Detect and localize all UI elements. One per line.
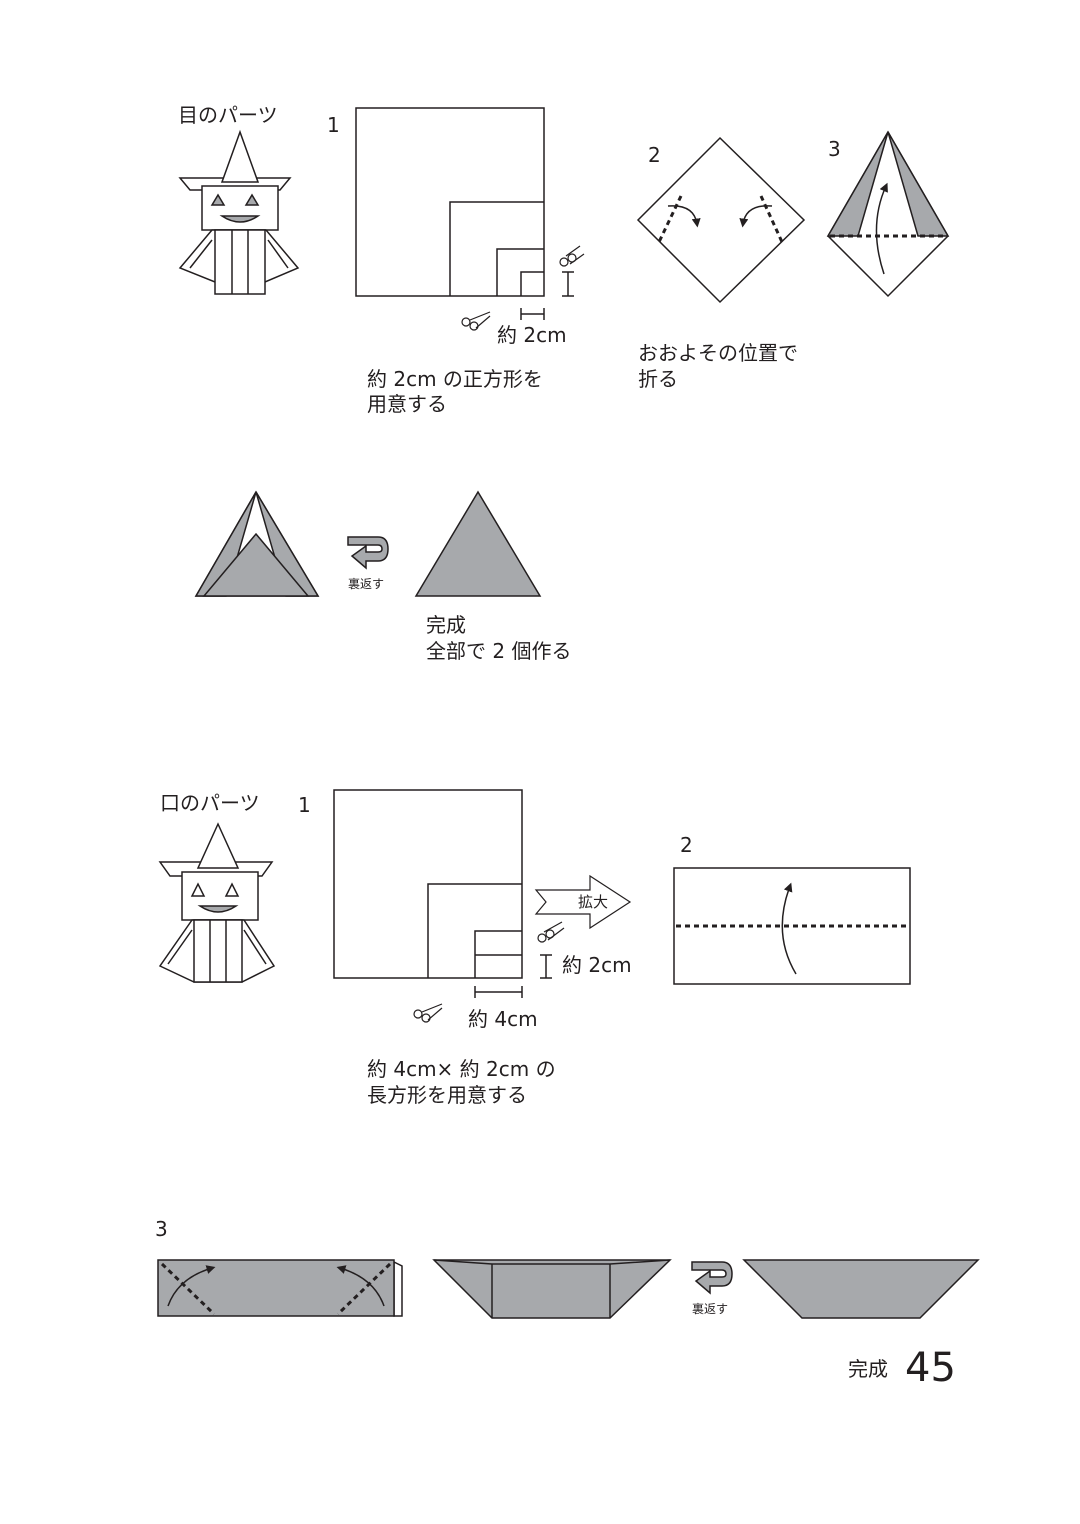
- eye-step2-number: 2: [648, 143, 661, 167]
- mouth-step1-caption-line2: 長方形を用意する: [367, 1083, 527, 1107]
- witch-character-illustration-mouth: [158, 822, 276, 983]
- mouth-step3-strip-diagram: [157, 1259, 403, 1317]
- mouth-step1-square-diagram: [333, 789, 552, 998]
- scissors-icon: [537, 921, 565, 943]
- scissors-icon: [461, 311, 491, 331]
- witch-character-illustration-eye: [178, 129, 300, 295]
- mouth-step2-rectangle-diagram: [673, 867, 911, 985]
- eye-finished-triangle: [414, 490, 542, 597]
- scissors-icon: [413, 1003, 443, 1023]
- mouth-step1-dim-width: 約 4cm: [468, 1007, 538, 1031]
- eye-step2-diamond-diagram: [636, 136, 806, 304]
- eye-done-line1: 完成: [426, 613, 466, 637]
- eye-section-title: 目のパーツ: [178, 103, 278, 127]
- eye-step1-number: 1: [327, 113, 340, 137]
- page-done-label: 完成: [848, 1357, 888, 1381]
- eye-step4-folded-triangle: [194, 490, 320, 597]
- eye-step1-caption-line2: 用意する: [367, 392, 447, 416]
- eye-step3-number: 3: [828, 137, 841, 161]
- page-number: 45: [905, 1345, 956, 1391]
- mouth-step1-caption-line1: 約 4cm× 約 2cm の: [367, 1057, 556, 1081]
- mouth-enlarge-label: 拡大: [578, 893, 609, 911]
- mouth-step2-number: 2: [680, 833, 693, 857]
- mouth-step3-number: 3: [155, 1217, 168, 1241]
- eye-step2-caption-line1: おおよその位置で: [638, 341, 798, 365]
- mouth-step1-number: 1: [298, 793, 311, 817]
- mouth-section-title: 口のパーツ: [160, 791, 260, 815]
- eye-step1-caption-line1: 約 2cm の正方形を: [367, 367, 543, 391]
- mouth-turn-over-label: 裏返す: [692, 1302, 729, 1316]
- mouth-step4-trapezoid: [432, 1259, 672, 1319]
- turn-over-icon: [691, 1261, 733, 1295]
- eye-done-line2: 全部で 2 個作る: [426, 639, 572, 663]
- scissors-icon: [559, 245, 585, 267]
- mouth-step1-dim-height: 約 2cm: [562, 953, 632, 977]
- mouth-finished-trapezoid: [742, 1259, 980, 1319]
- eye-step1-square-diagram: [355, 107, 574, 320]
- eye-turn-over-label: 裏返す: [348, 577, 385, 591]
- turn-over-icon: [347, 536, 389, 570]
- enlarge-arrow-icon: [534, 874, 632, 930]
- eye-step2-caption-line2: 折る: [638, 367, 678, 391]
- eye-step1-dim-label: 約 2cm: [497, 323, 567, 347]
- eye-step3-diagram: [826, 130, 950, 298]
